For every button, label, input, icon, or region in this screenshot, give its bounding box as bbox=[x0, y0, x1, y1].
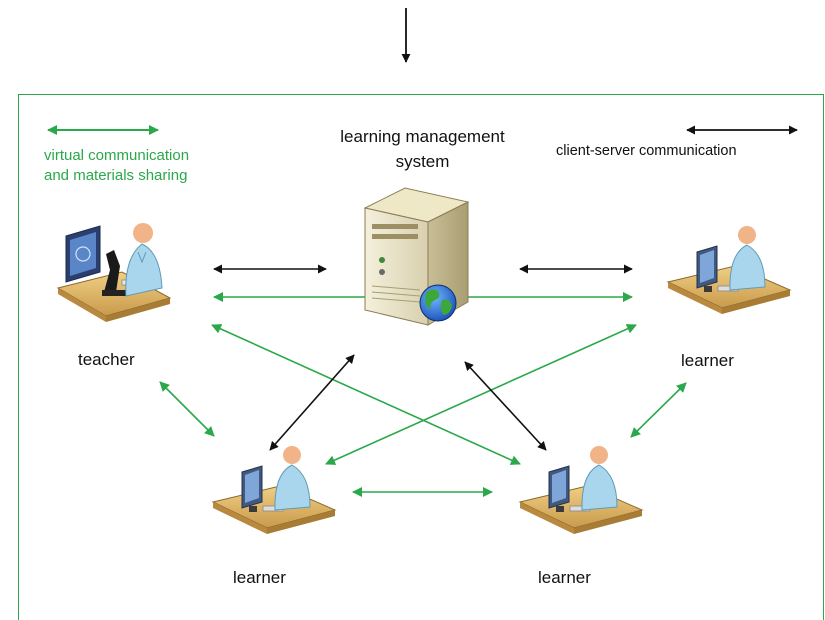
server-label: learning management system bbox=[300, 124, 545, 174]
learner-bottom-right-label: learner bbox=[538, 568, 591, 587]
diagram-frame bbox=[18, 94, 824, 620]
learner-computer-icon bbox=[518, 446, 644, 534]
learner-right-label: learner bbox=[681, 351, 734, 370]
arrow-green-teacher-learner-bl bbox=[159, 381, 215, 437]
server-label-line1: learning management bbox=[340, 127, 505, 146]
legend-green-line2: and materials sharing bbox=[44, 167, 188, 184]
server-label-line2: system bbox=[395, 152, 450, 171]
server-globe-icon bbox=[363, 187, 470, 326]
learner-bottom-left-label: learner bbox=[233, 568, 286, 587]
arrow-black-server-learner-bl bbox=[269, 354, 355, 451]
legend-green-line1: virtual communication bbox=[44, 147, 190, 164]
teacher-microscope-icon bbox=[56, 223, 172, 322]
legend-green-label: virtual communication and materials shar… bbox=[44, 146, 189, 186]
learner-computer-icon bbox=[211, 446, 337, 534]
teacher-label: teacher bbox=[78, 350, 135, 369]
legend-black-label: client-server communication bbox=[556, 143, 737, 159]
learner-computer-icon bbox=[666, 226, 792, 314]
arrow-green-teacher-learner-br bbox=[211, 324, 521, 465]
arrow-black-server-learner-br bbox=[464, 361, 547, 451]
arrow-green-learner-right-learner-br bbox=[630, 382, 687, 438]
arrow-green-learner-right-learner-bl bbox=[325, 324, 637, 465]
